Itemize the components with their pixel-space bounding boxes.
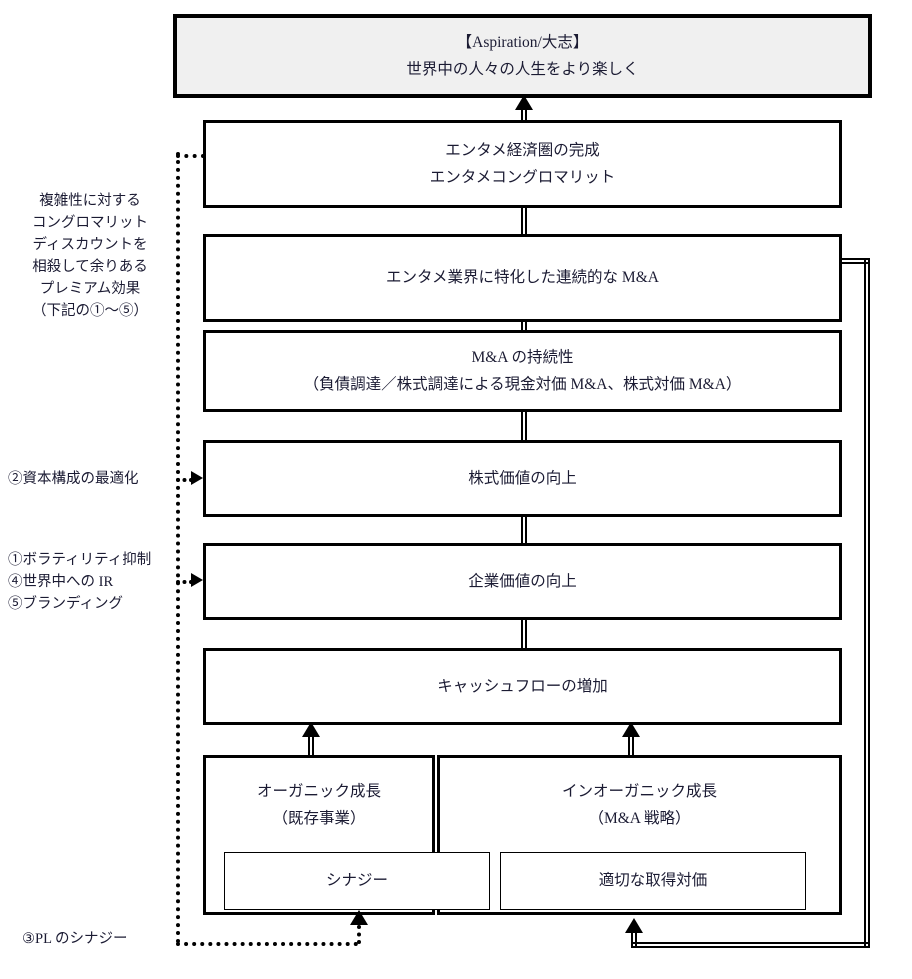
note-premium-line-1: コングロマリット: [32, 215, 148, 232]
box-cashflow: キャッシュフローの増加: [203, 648, 842, 725]
note-premium-line-2: ディスカウントを: [32, 237, 148, 254]
box-fair-acquisition-price: 適切な取得対価: [500, 852, 806, 910]
note-volatility-ir-branding: ①ボラティリティ抑制 ④世界中への IR ⑤ブランディング: [8, 549, 180, 615]
note-capital-structure: ②資本構成の最適化: [8, 468, 176, 490]
note-premium-line-3: 相殺して余りある: [32, 259, 148, 276]
arrowhead-dotted-to-enterprise-value: [191, 573, 203, 587]
arrowhead-dotted-to-synergy: [350, 910, 368, 925]
connector-equity-to-sustain: [521, 412, 527, 440]
box-organic-growth-line2: （既存事業）: [272, 810, 366, 828]
note-pl-synergy: ③PL のシナジー: [22, 928, 172, 950]
note-volatility-line-1: ④世界中への IR: [8, 574, 114, 591]
arrowhead-return-to-inorganic: [625, 918, 643, 933]
box-ecosystem-line1: エンタメ経済圏の完成: [445, 141, 600, 159]
box-enterprise-value: 企業価値の向上: [203, 543, 842, 620]
arrowhead-inorganic-to-cashflow: [622, 722, 640, 737]
return-path-right-vertical: [864, 258, 870, 948]
box-inorganic-growth-line2: （M&A 戦略）: [588, 810, 691, 828]
connector-inorganic-to-cashflow: [628, 733, 634, 755]
arrowhead-organic-to-cashflow: [302, 722, 320, 737]
box-aspiration-line1: 【Aspiration/大志】: [456, 33, 589, 51]
box-serial-ma-line1: エンタメ業界に特化した連続的な M&A: [386, 269, 659, 287]
box-organic-growth-line1: オーガニック成長: [256, 783, 381, 800]
box-ecosystem-line2: エンタメコングロマリット: [429, 169, 616, 186]
connector-enterprise-to-equity: [521, 517, 527, 543]
connector-sustain-to-serial-ma: [521, 322, 527, 330]
box-ma-sustainability-line1: M&A の持続性: [471, 348, 574, 366]
box-inorganic-growth-line1: インオーガニック成長: [561, 783, 717, 800]
note-premium-line-4: プレミアム効果: [39, 281, 141, 298]
note-premium-effect: 複雑性に対する コングロマリット ディスカウントを 相殺して余りある プレミアム…: [10, 190, 170, 322]
connector-ecosystem-to-aspiration: [521, 100, 527, 120]
note-volatility-line-0: ①ボラティリティ抑制: [8, 552, 152, 568]
box-entertainment-ecosystem: エンタメ経済圏の完成 エンタメコングロマリット: [203, 120, 842, 208]
note-volatility-line-2: ⑤ブランディング: [8, 596, 123, 613]
note-capital-structure-line-0: ②資本構成の最適化: [8, 471, 139, 487]
arrowhead-dotted-to-equity-value: [191, 471, 203, 485]
connector-organic-to-cashflow: [308, 733, 314, 755]
return-path-top-segment: [842, 258, 870, 264]
box-enterprise-value-line1: 企業価値の向上: [468, 572, 577, 590]
dotted-branch-bottom-run: [176, 942, 358, 946]
box-ma-sustainability: M&A の持続性 （負債調達／株式調達による現金対価 M&A、株式対価 M&A）: [203, 330, 842, 412]
box-equity-value-line1: 株式価値の向上: [468, 469, 577, 487]
dotted-branch-to-enterprise-value: [176, 580, 193, 584]
box-equity-value: 株式価値の向上: [203, 440, 842, 517]
box-fair-price-line1: 適切な取得対価: [598, 872, 708, 890]
arrowhead-to-aspiration: [515, 95, 533, 110]
dotted-branch-up-into-synergy: [357, 925, 361, 944]
note-premium-line-0: 複雑性に対する: [39, 193, 141, 209]
box-synergy-line1: シナジー: [325, 872, 388, 890]
dotted-branch-to-equity-value: [176, 478, 193, 482]
dotted-branch-to-ecosystem: [176, 154, 205, 158]
box-serial-ma: エンタメ業界に特化した連続的な M&A: [203, 234, 842, 322]
note-premium-line-5: （下記の①〜⑤）: [32, 303, 148, 320]
connector-serial-ma-to-ecosystem: [521, 208, 527, 234]
return-path-up-into-inorganic: [631, 930, 637, 946]
box-cashflow-line1: キャッシュフローの増加: [437, 677, 608, 695]
box-synergy: シナジー: [224, 852, 490, 910]
note-pl-synergy-line-0: ③PL のシナジー: [22, 931, 128, 947]
connector-cashflow-to-enterprise: [521, 620, 527, 648]
box-aspiration: 【Aspiration/大志】 世界中の人々の人生をより楽しく: [173, 14, 872, 98]
box-ma-sustainability-line2: （負債調達／株式調達による現金対価 M&A、株式対価 M&A）: [303, 376, 742, 393]
dotted-spine-vertical: [176, 152, 180, 944]
box-aspiration-line2: 世界中の人々の人生をより楽しく: [406, 61, 639, 78]
return-path-bottom-segment: [631, 942, 870, 948]
